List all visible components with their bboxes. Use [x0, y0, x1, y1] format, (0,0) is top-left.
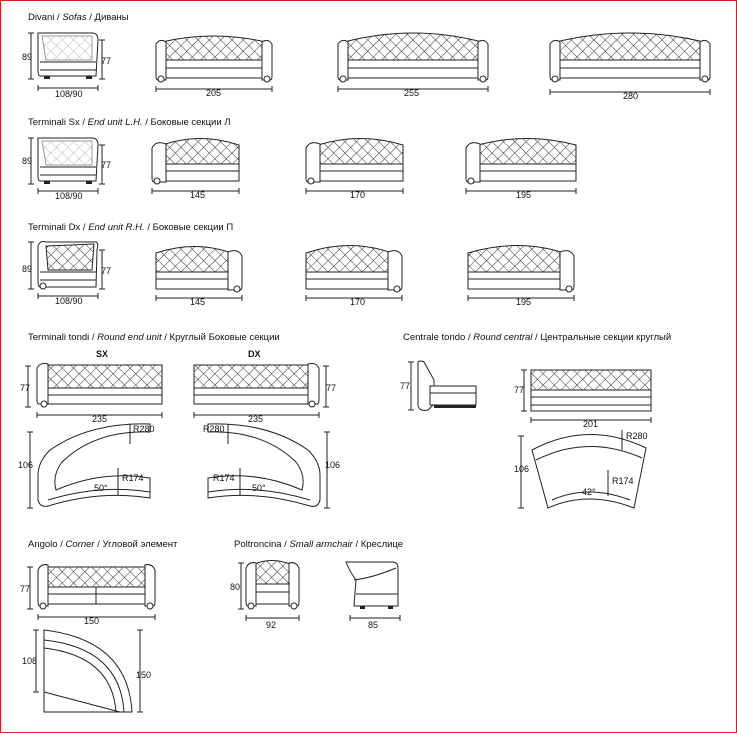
radius-174-central: R174 [612, 476, 634, 486]
end-unit-lh-side-view [37, 137, 99, 184]
section-title-angolo: Angolo / Corner / Угловой элемент [28, 539, 178, 550]
radius-174-dx: R174 [213, 473, 235, 483]
dim-195-dx: 195 [516, 297, 531, 307]
round-end-unit-dx-plan [207, 423, 321, 507]
section-title-centrale: Centrale tondo / Round central / Централ… [403, 332, 671, 343]
angle-42-central: 42° [582, 487, 596, 497]
dim-106-dx: 106 [325, 460, 340, 470]
dim-201: 201 [583, 419, 598, 429]
end-unit-lh-145 [151, 138, 240, 185]
small-armchair-side-view [345, 561, 399, 609]
round-end-unit-sx-front [36, 363, 163, 408]
round-end-unit-sx-plan [37, 423, 151, 507]
sofa-205 [155, 35, 273, 83]
dim-235-sx: 235 [92, 414, 107, 424]
sofa-280 [549, 32, 711, 83]
round-central-plan [531, 430, 647, 509]
dim-89: 89 [22, 52, 32, 62]
dim-89-dx: 89 [22, 264, 32, 274]
dim-106-central: 106 [514, 464, 529, 474]
dim-195-sx: 195 [516, 190, 531, 200]
dim-77: 77 [101, 56, 111, 66]
dim-280: 280 [623, 91, 638, 101]
dimension-lines-dx [28, 241, 105, 299]
dim-170-sx: 170 [350, 190, 365, 200]
end-unit-rh-195 [467, 245, 575, 293]
dim-77-sx: 77 [101, 160, 111, 170]
dim-89-sx: 89 [22, 156, 32, 166]
corner-plan [43, 629, 133, 713]
section-title-poltroncina: Poltroncina / Small armchair / Креслице [234, 539, 403, 550]
dim-150-corner: 150 [84, 616, 99, 626]
dim-85: 85 [368, 620, 378, 630]
dimension-lines-sx [28, 137, 105, 194]
radius-174-sx: R174 [122, 473, 144, 483]
dim-205: 205 [206, 88, 221, 98]
dim-108-90-dx: 108/90 [55, 296, 83, 306]
small-armchair-front-view [245, 560, 300, 610]
dimension-lines-side [28, 32, 105, 91]
dim-145-sx: 145 [190, 190, 205, 200]
dim-80: 80 [230, 582, 240, 592]
dim-77-central-side: 77 [400, 381, 410, 391]
label-sx: SX [96, 349, 108, 359]
round-end-unit-dx-front [193, 363, 320, 408]
dim-108-corner: 108 [22, 656, 37, 666]
radius-280-central: R280 [626, 431, 648, 441]
section-title-tondi: Terminali tondi / Round end unit / Кругл… [28, 332, 280, 343]
round-central-front-view [530, 369, 652, 412]
dim-77-central: 77 [514, 385, 524, 395]
radius-280-dx: R280 [203, 424, 225, 434]
dim-255: 255 [404, 88, 419, 98]
label-dx: DX [248, 349, 261, 359]
end-unit-lh-170 [305, 138, 404, 185]
dim-150-corner-plan: 150 [136, 670, 151, 680]
radius-280-sx: R280 [133, 424, 155, 434]
section-title-sx: Terminali Sx / End unit L.H. / Боковые с… [28, 117, 231, 128]
round-central-side-view [417, 360, 477, 411]
dim-235-dx: 235 [248, 414, 263, 424]
angle-50-dx: 50° [252, 483, 266, 493]
dim-108-90-sx: 108/90 [55, 191, 83, 201]
dim-77-round-dx: 77 [326, 383, 336, 393]
dim-92: 92 [266, 620, 276, 630]
dim-145-dx: 145 [190, 297, 205, 307]
dim-170-dx: 170 [350, 297, 365, 307]
end-unit-rh-170 [305, 245, 403, 293]
angle-50-sx: 50° [94, 483, 108, 493]
end-unit-lh-195 [465, 138, 577, 185]
section-title-dx: Terminali Dx / End unit R.H. / Боковые с… [28, 222, 233, 233]
sofa-side-view [37, 32, 99, 79]
dim-106-sx: 106 [18, 460, 33, 470]
end-unit-rh-145 [155, 246, 243, 293]
dim-77-round-sx: 77 [20, 383, 30, 393]
corner-front-view [37, 564, 156, 610]
end-unit-rh-side-view [37, 241, 99, 290]
dim-77-dx: 77 [101, 266, 111, 276]
dim-108-90: 108/90 [55, 89, 83, 99]
dim-77-corner: 77 [20, 584, 30, 594]
sofa-255 [337, 32, 489, 83]
section-title-divani: Divani / Sofas / Диваны [28, 12, 129, 23]
